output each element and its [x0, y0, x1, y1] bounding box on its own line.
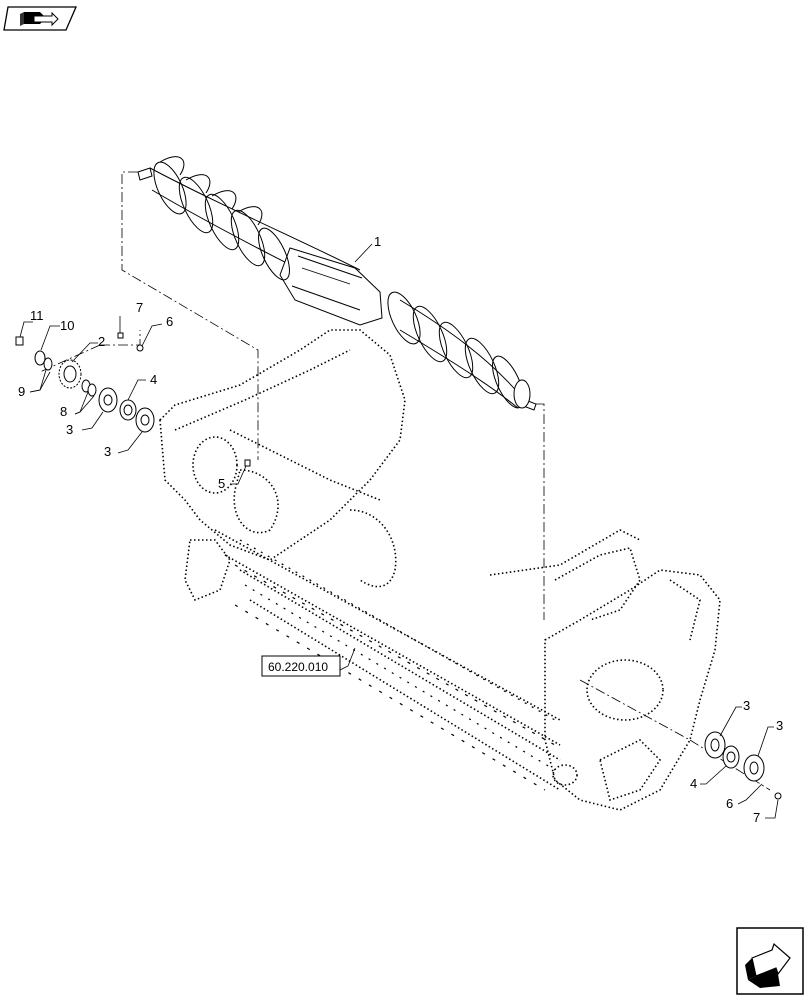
- callout-6-left: 6: [166, 314, 173, 329]
- left-hardware: [15, 332, 251, 467]
- callout-8: 8: [60, 404, 67, 419]
- reference-label: 60.220.010: [268, 660, 328, 674]
- callout-3-left-upper: 3: [66, 422, 73, 437]
- callout-10: 10: [60, 318, 74, 333]
- callout-11: 11: [30, 308, 44, 323]
- book-arrow-icon[interactable]: [3, 6, 77, 31]
- auger-shaft: [137, 156, 537, 411]
- rake-tines: [234, 539, 556, 791]
- callout-7-left: 7: [136, 300, 143, 315]
- reference-link[interactable]: 60.220.010: [261, 655, 341, 677]
- callout-labels: 1 11 10 2 9 8 3 4 3 7 6 5 3 3 4 6 7: [18, 234, 783, 825]
- callout-7-right: 7: [753, 810, 760, 825]
- callout-4-right: 4: [690, 776, 697, 791]
- callout-3-right-right: 3: [776, 718, 783, 733]
- callout-6-right: 6: [726, 796, 733, 811]
- header-frame: [159, 329, 721, 811]
- next-page-arrow-icon[interactable]: [736, 927, 804, 995]
- right-hardware: [704, 731, 782, 800]
- callout-3-left-lower: 3: [104, 444, 111, 459]
- callout-2: 2: [98, 334, 105, 349]
- callout-9: 9: [18, 384, 25, 399]
- assembly-lines: [39, 171, 771, 791]
- leader-lines: [19, 243, 779, 819]
- callout-5: 5: [218, 476, 225, 491]
- callout-1: 1: [374, 234, 381, 249]
- callout-4-left: 4: [150, 372, 157, 387]
- callout-3-right-left: 3: [743, 698, 750, 713]
